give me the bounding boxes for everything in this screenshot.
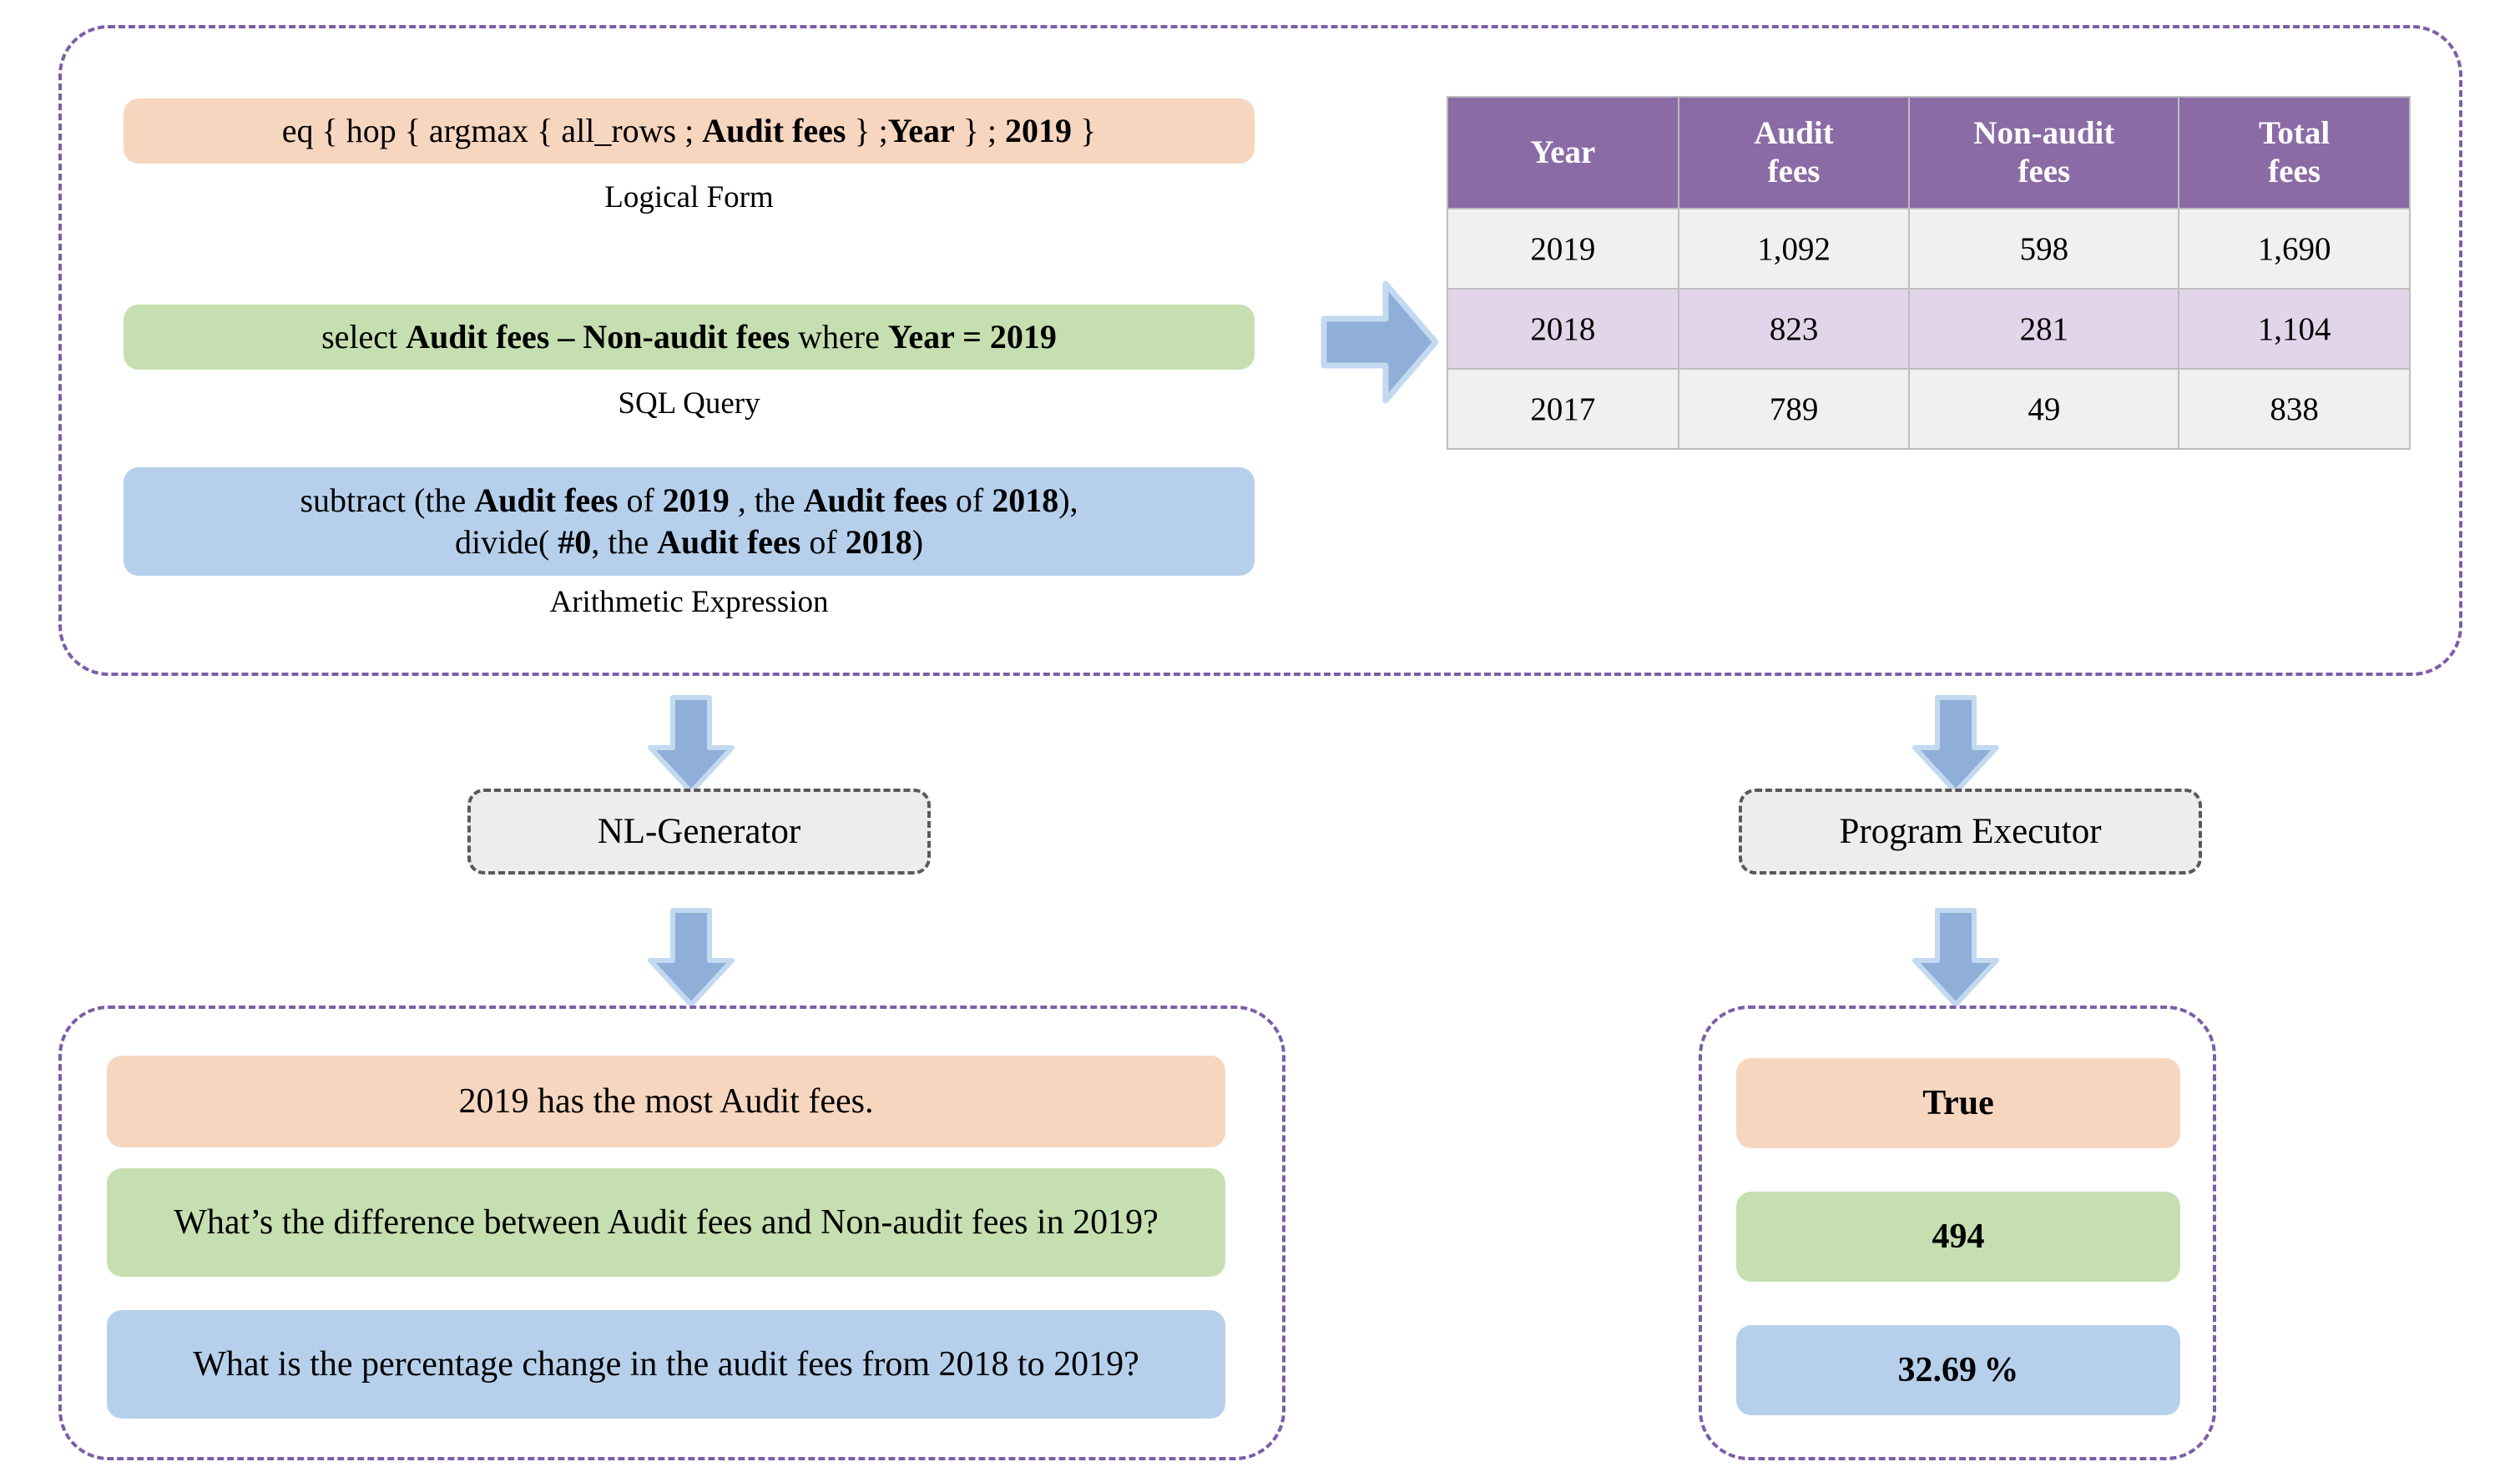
execution-result-text: 32.69 % — [1897, 1350, 2019, 1389]
table-cell: 598 — [1908, 208, 2180, 290]
sql-query-text: select Audit fees – Non-audit fees where… — [321, 318, 1057, 355]
execution-result-pill: 32.69 % — [1736, 1325, 2180, 1415]
sql-query-pill: select Audit fees – Non-audit fees where… — [124, 305, 1255, 370]
table-cell: 1,104 — [2178, 288, 2411, 370]
table-cell: 49 — [1908, 368, 2180, 450]
table-cell: 2019 — [1447, 208, 1679, 290]
table-cell: 1,092 — [1677, 208, 1911, 290]
execution-result-text: True — [1922, 1083, 1994, 1122]
arrow-nl-generator-to-output-icon — [645, 905, 737, 1010]
sql-query-caption: SQL Query — [618, 386, 760, 421]
arithmetic-expression-caption: Arithmetic Expression — [549, 585, 829, 619]
arithmetic-expression-text: subtract (the Audit fees of 2019 , the A… — [300, 481, 1078, 561]
execution-result-pill: 494 — [1736, 1192, 2180, 1282]
table-cell: 2018 — [1447, 288, 1679, 370]
nl-statement-pill: What is the percentage change in the aud… — [107, 1310, 1225, 1419]
logical-form-caption: Logical Form — [604, 180, 774, 214]
logical-form-pill: eq { hop { argmax { all_rows ; Audit fee… — [124, 98, 1255, 164]
nl-generator-box[interactable]: NL-Generator — [467, 789, 931, 875]
nl-statement-text: What is the percentage change in the aud… — [193, 1344, 1139, 1384]
nl-statement-pill: What’s the difference between Audit fees… — [107, 1168, 1225, 1277]
table-cell: 789 — [1677, 368, 1911, 450]
program-executor-box[interactable]: Program Executor — [1739, 789, 2202, 875]
table-cell: 281 — [1908, 288, 2180, 370]
table-cell: 1,690 — [2178, 208, 2411, 290]
nl-statement-text: 2019 has the most Audit fees. — [458, 1081, 874, 1121]
execution-result-pill: True — [1736, 1058, 2180, 1148]
arithmetic-expression-pill: subtract (the Audit fees of 2019 , the A… — [124, 467, 1255, 576]
table-cell: 838 — [2178, 368, 2411, 450]
nl-statement-text: What’s the difference between Audit fees… — [174, 1202, 1159, 1242]
table-cell: 2017 — [1447, 368, 1679, 450]
arrow-table-to-program-executor-icon — [1910, 693, 2002, 797]
arrow-panel-to-table-icon — [1317, 275, 1442, 409]
nl-statement-pill: 2019 has the most Audit fees. — [107, 1056, 1225, 1147]
arrow-panel-to-nl-generator-icon — [645, 693, 737, 797]
execution-result-text: 494 — [1932, 1217, 1985, 1256]
table-header-year: Year — [1447, 96, 1679, 209]
table-cell: 823 — [1677, 288, 1911, 370]
logical-form-text: eq { hop { argmax { all_rows ; Audit fee… — [281, 112, 1097, 149]
arrow-program-executor-to-output-icon — [1910, 905, 2002, 1010]
